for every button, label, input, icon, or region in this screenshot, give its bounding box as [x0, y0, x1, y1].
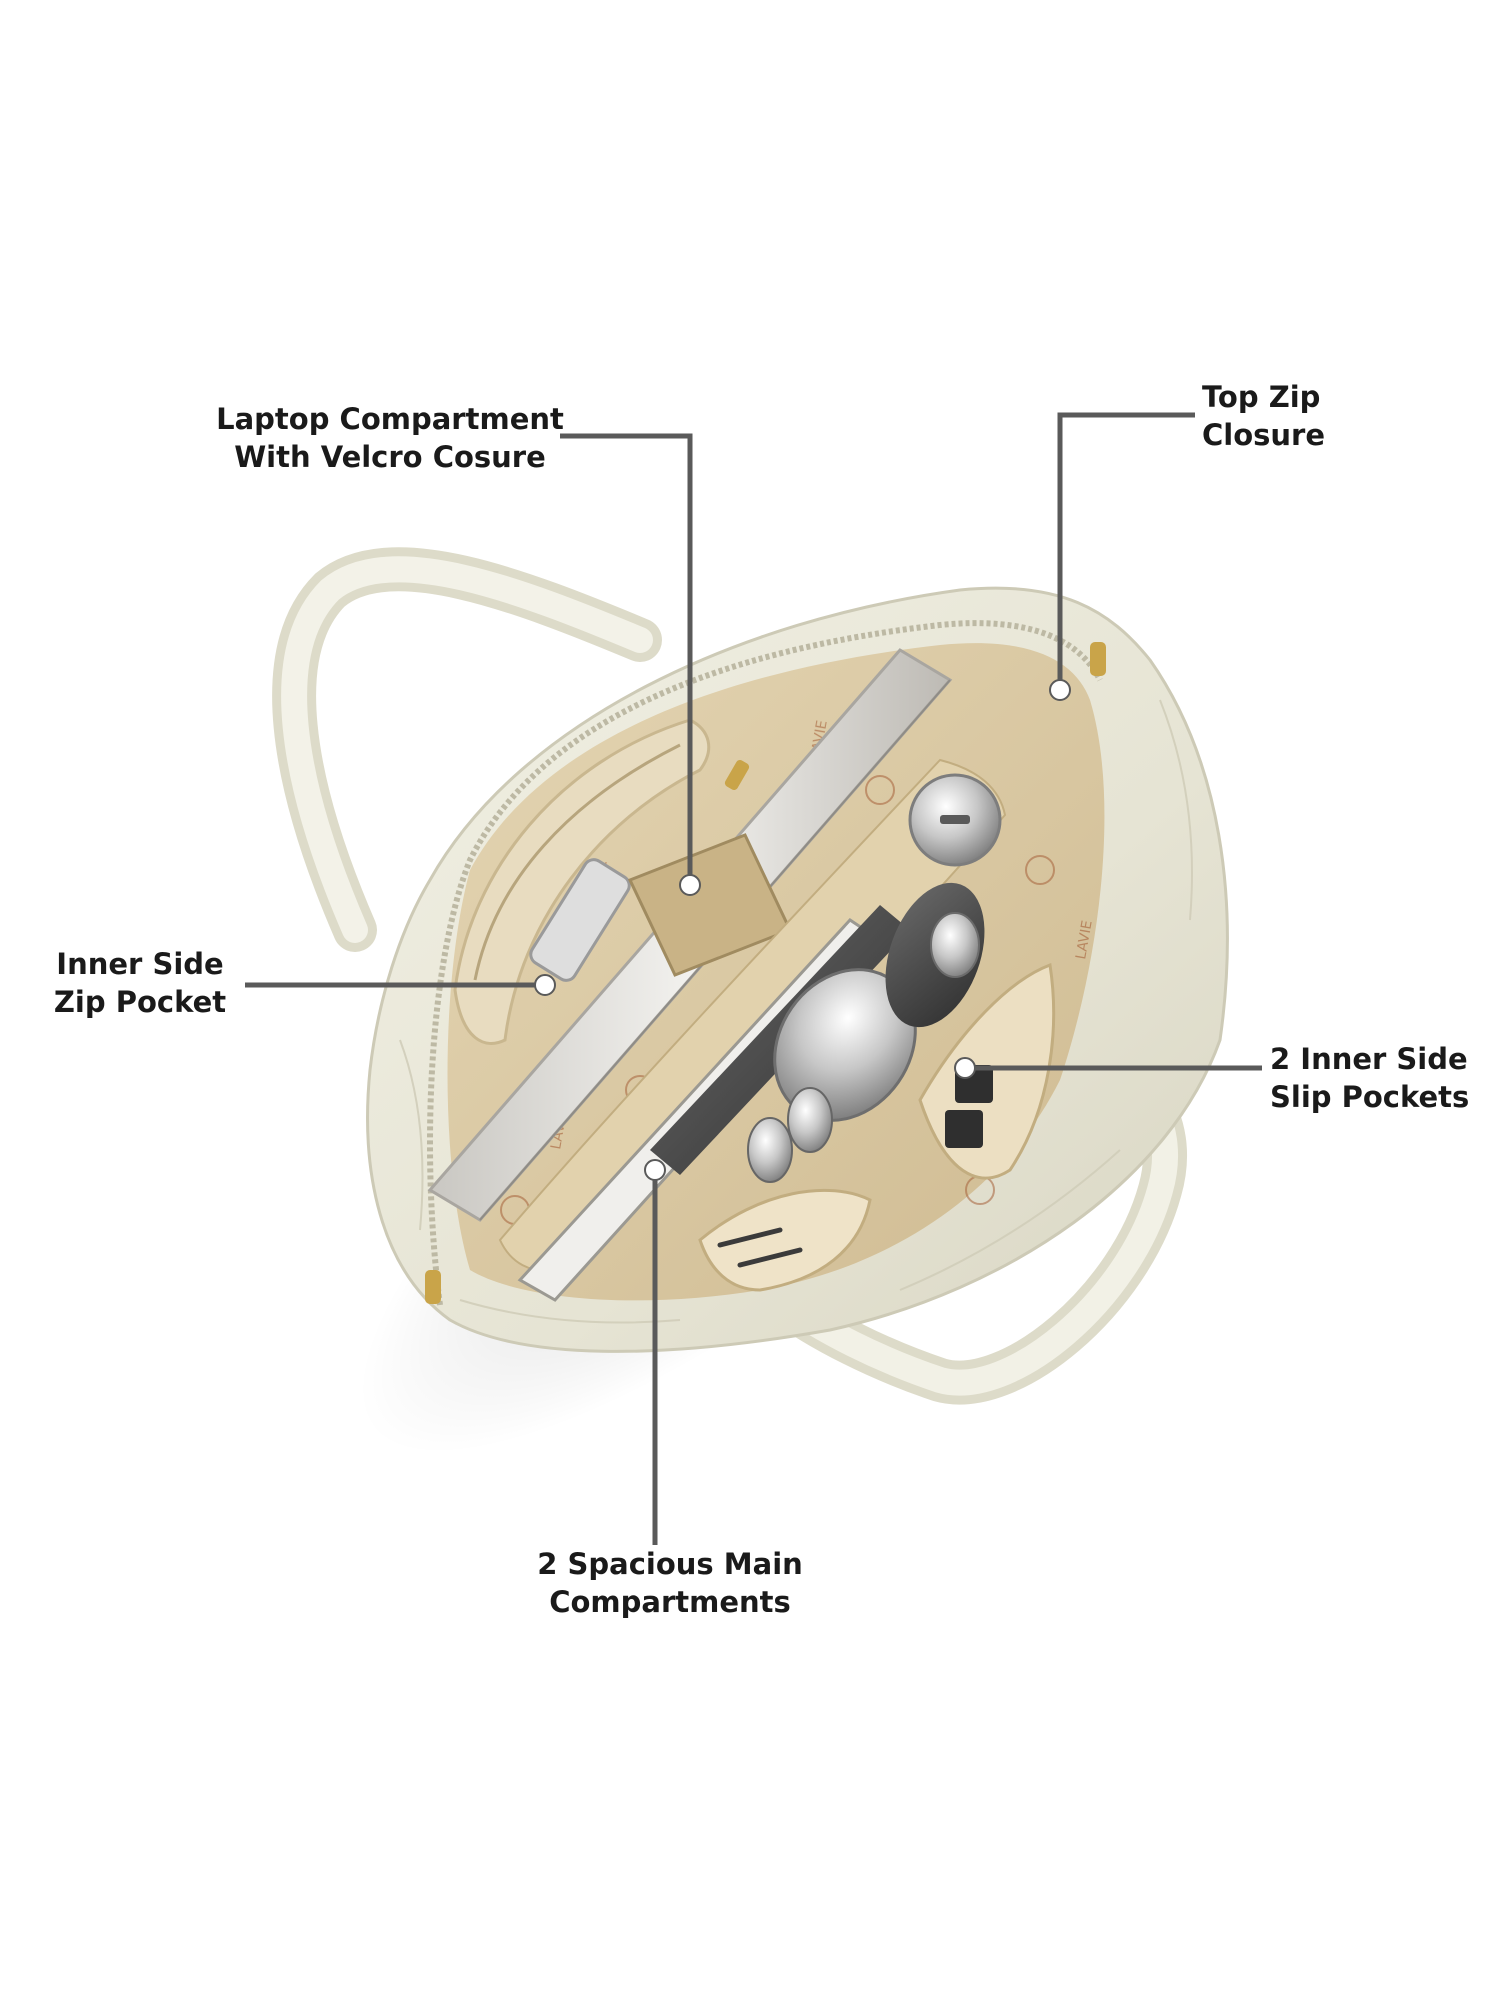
callout-inner-side-zip-pocket: Inner Side Zip Pocket	[40, 945, 240, 1021]
callout-laptop-compartment-line-2: With Velcro Cosure	[234, 440, 546, 474]
callout-top-zip-closure-line-1: Top Zip	[1202, 380, 1321, 414]
callout-inner-side-zip-pocket-line-2: Zip Pocket	[53, 985, 227, 1019]
dot-main-compartments	[644, 1159, 666, 1181]
lining-brand-text-3: LAVIE	[1073, 919, 1096, 961]
callout-laptop-compartment-line-1: Laptop Compartment	[216, 402, 564, 436]
keys	[717, 1227, 803, 1268]
zipper-puller-top	[1090, 642, 1106, 676]
callout-inner-side-slip-pockets: 2 Inner Side Slip Pockets	[1270, 1040, 1469, 1116]
small-bottle-2	[787, 1087, 833, 1153]
zipper-puller-bottom	[425, 1270, 441, 1304]
zip-puller	[724, 759, 750, 791]
cube-item-2	[945, 1110, 983, 1148]
bottle-cap-slot	[940, 815, 970, 824]
callout-laptop-compartment: Laptop Compartment With Velcro Cosure	[210, 400, 570, 476]
dot-inner-side-zip-pocket	[534, 974, 556, 996]
callout-inner-side-zip-pocket-line-1: Inner Side	[56, 947, 224, 981]
quilting-seams	[399, 699, 1193, 1324]
dot-laptop-compartment	[679, 874, 701, 896]
callout-leader-lines	[245, 412, 1262, 1545]
handle-top-highlight	[281, 556, 653, 943]
leader-top-zip-closure	[1057, 412, 1195, 690]
small-bottle-1	[747, 1117, 793, 1183]
dark-bottle-cap	[930, 912, 980, 978]
inner-side-zip-pocket	[453, 718, 711, 1045]
callout-main-compartments-line-1: 2 Spacious Main	[537, 1547, 803, 1581]
callout-main-compartments: 2 Spacious Main Compartments	[500, 1545, 840, 1621]
callout-top-zip-closure: Top Zip Closure	[1202, 378, 1325, 454]
dot-inner-side-slip-pockets	[954, 1057, 976, 1079]
zipper-track	[427, 620, 1103, 1306]
inner-zip-line	[473, 743, 681, 981]
leader-laptop-compartment	[560, 433, 693, 880]
callout-main-compartments-line-2: Compartments	[549, 1585, 791, 1619]
phone-in-pocket	[529, 858, 631, 982]
callout-inner-side-slip-pockets-line-1: 2 Inner Side	[1270, 1042, 1468, 1076]
callout-top-zip-closure-line-2: Closure	[1202, 418, 1326, 452]
callout-dots	[534, 679, 1071, 1181]
dot-top-zip-closure	[1049, 679, 1071, 701]
callout-inner-side-slip-pockets-line-2: Slip Pockets	[1270, 1080, 1470, 1114]
